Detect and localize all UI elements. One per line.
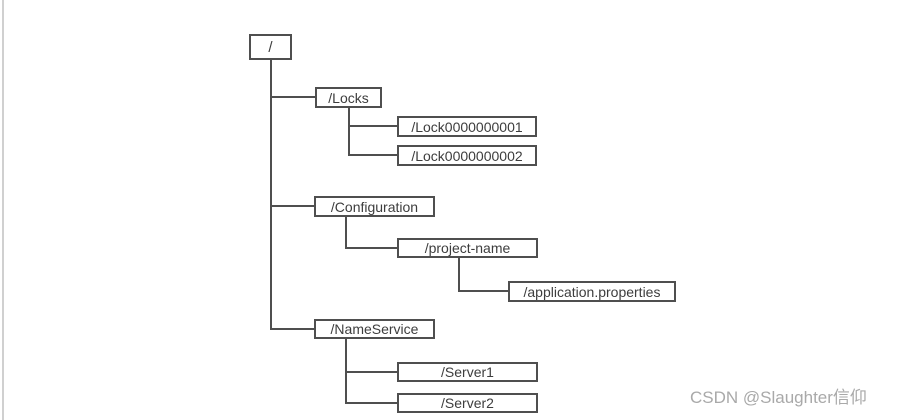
connector-locks-trunk [348,108,350,156]
connector-branch-server2 [345,402,397,404]
connector-branch-lock1 [348,125,397,127]
node-lock0000000001: /Lock0000000001 [397,116,537,137]
node-lock0000000002: /Lock0000000002 [397,145,537,166]
connector-branch-configuration [270,205,314,207]
page-left-edge-divider [2,0,4,420]
connector-branch-lock2 [348,154,397,156]
node-locks: /Locks [315,87,382,108]
connector-branch-locks [270,96,315,98]
node-configuration: /Configuration [314,196,435,217]
csdn-watermark: CSDN @Slaughter信仰 [690,388,867,407]
node-project-name: /project-name [397,238,538,258]
node-application-properties: /application.properties [508,281,676,302]
connector-branch-nameservice [270,328,314,330]
connector-configuration-trunk [345,216,347,248]
connector-branch-server1 [345,371,397,373]
node-root: / [249,34,292,60]
connector-root-trunk [270,59,272,330]
connector-branch-application-properties [458,290,508,292]
node-nameservice: /NameService [314,319,435,339]
node-server2: /Server2 [397,393,538,413]
connector-project-name-trunk [458,257,460,291]
connector-branch-project-name [345,247,397,249]
node-server1: /Server1 [397,362,538,382]
